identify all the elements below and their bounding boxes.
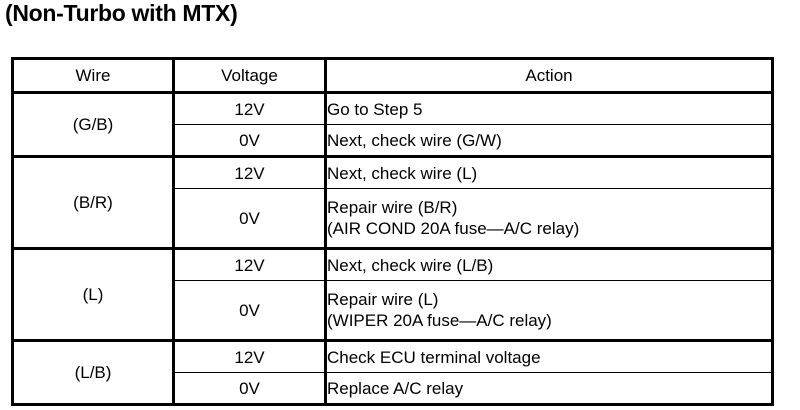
- column-header-action: Action: [325, 58, 773, 94]
- wire-label: (B/R): [12, 155, 175, 249]
- action-text: Go to Step 5: [325, 91, 773, 125]
- column-header-wire: Wire: [12, 58, 175, 94]
- voltage-value: 12V: [173, 339, 327, 373]
- voltage-value: 0V: [173, 124, 327, 157]
- voltage-value: 12V: [173, 91, 327, 125]
- action-text: Next, check wire (G/W): [325, 124, 773, 157]
- table-header-row: Wire Voltage Action: [12, 58, 773, 94]
- action-line: Next, check wire (L/B): [327, 255, 494, 275]
- wire-label: (G/B): [12, 91, 175, 157]
- action-line: Next, check wire (L): [327, 163, 478, 183]
- action-text: Repair wire (L) (WIPER 20A fuse—A/C relay…: [325, 280, 773, 341]
- action-text: Replace A/C relay: [325, 372, 773, 405]
- page-title: (Non-Turbo with MTX): [5, 0, 238, 26]
- action-line: Next, check wire (G/W): [327, 130, 502, 150]
- voltage-value: 12V: [173, 247, 327, 281]
- voltage-value: 0V: [173, 280, 327, 341]
- action-line: Repair wire (L): [327, 290, 439, 309]
- action-line: Go to Step 5: [327, 99, 423, 119]
- action-text: Next, check wire (L): [325, 155, 773, 189]
- voltage-value: 12V: [173, 155, 327, 189]
- action-text: Repair wire (B/R) (AIR COND 20A fuse—A/C …: [325, 188, 773, 249]
- action-text: Check ECU terminal voltage: [325, 339, 773, 373]
- wire-label: (L): [12, 247, 175, 341]
- action-text: Next, check wire (L/B): [325, 247, 773, 281]
- action-line: (AIR COND 20A fuse—A/C relay): [327, 219, 580, 238]
- action-line: Repair wire (B/R): [327, 198, 458, 217]
- voltage-value: 0V: [173, 372, 327, 405]
- action-line: Check ECU terminal voltage: [327, 347, 541, 367]
- action-line: (WIPER 20A fuse—A/C relay): [327, 311, 552, 330]
- wire-label: (L/B): [12, 339, 175, 405]
- table-header: Wire Voltage Action: [12, 58, 773, 94]
- column-header-voltage: Voltage: [173, 58, 327, 94]
- action-line: Replace A/C relay: [327, 378, 464, 398]
- voltage-value: 0V: [173, 188, 327, 249]
